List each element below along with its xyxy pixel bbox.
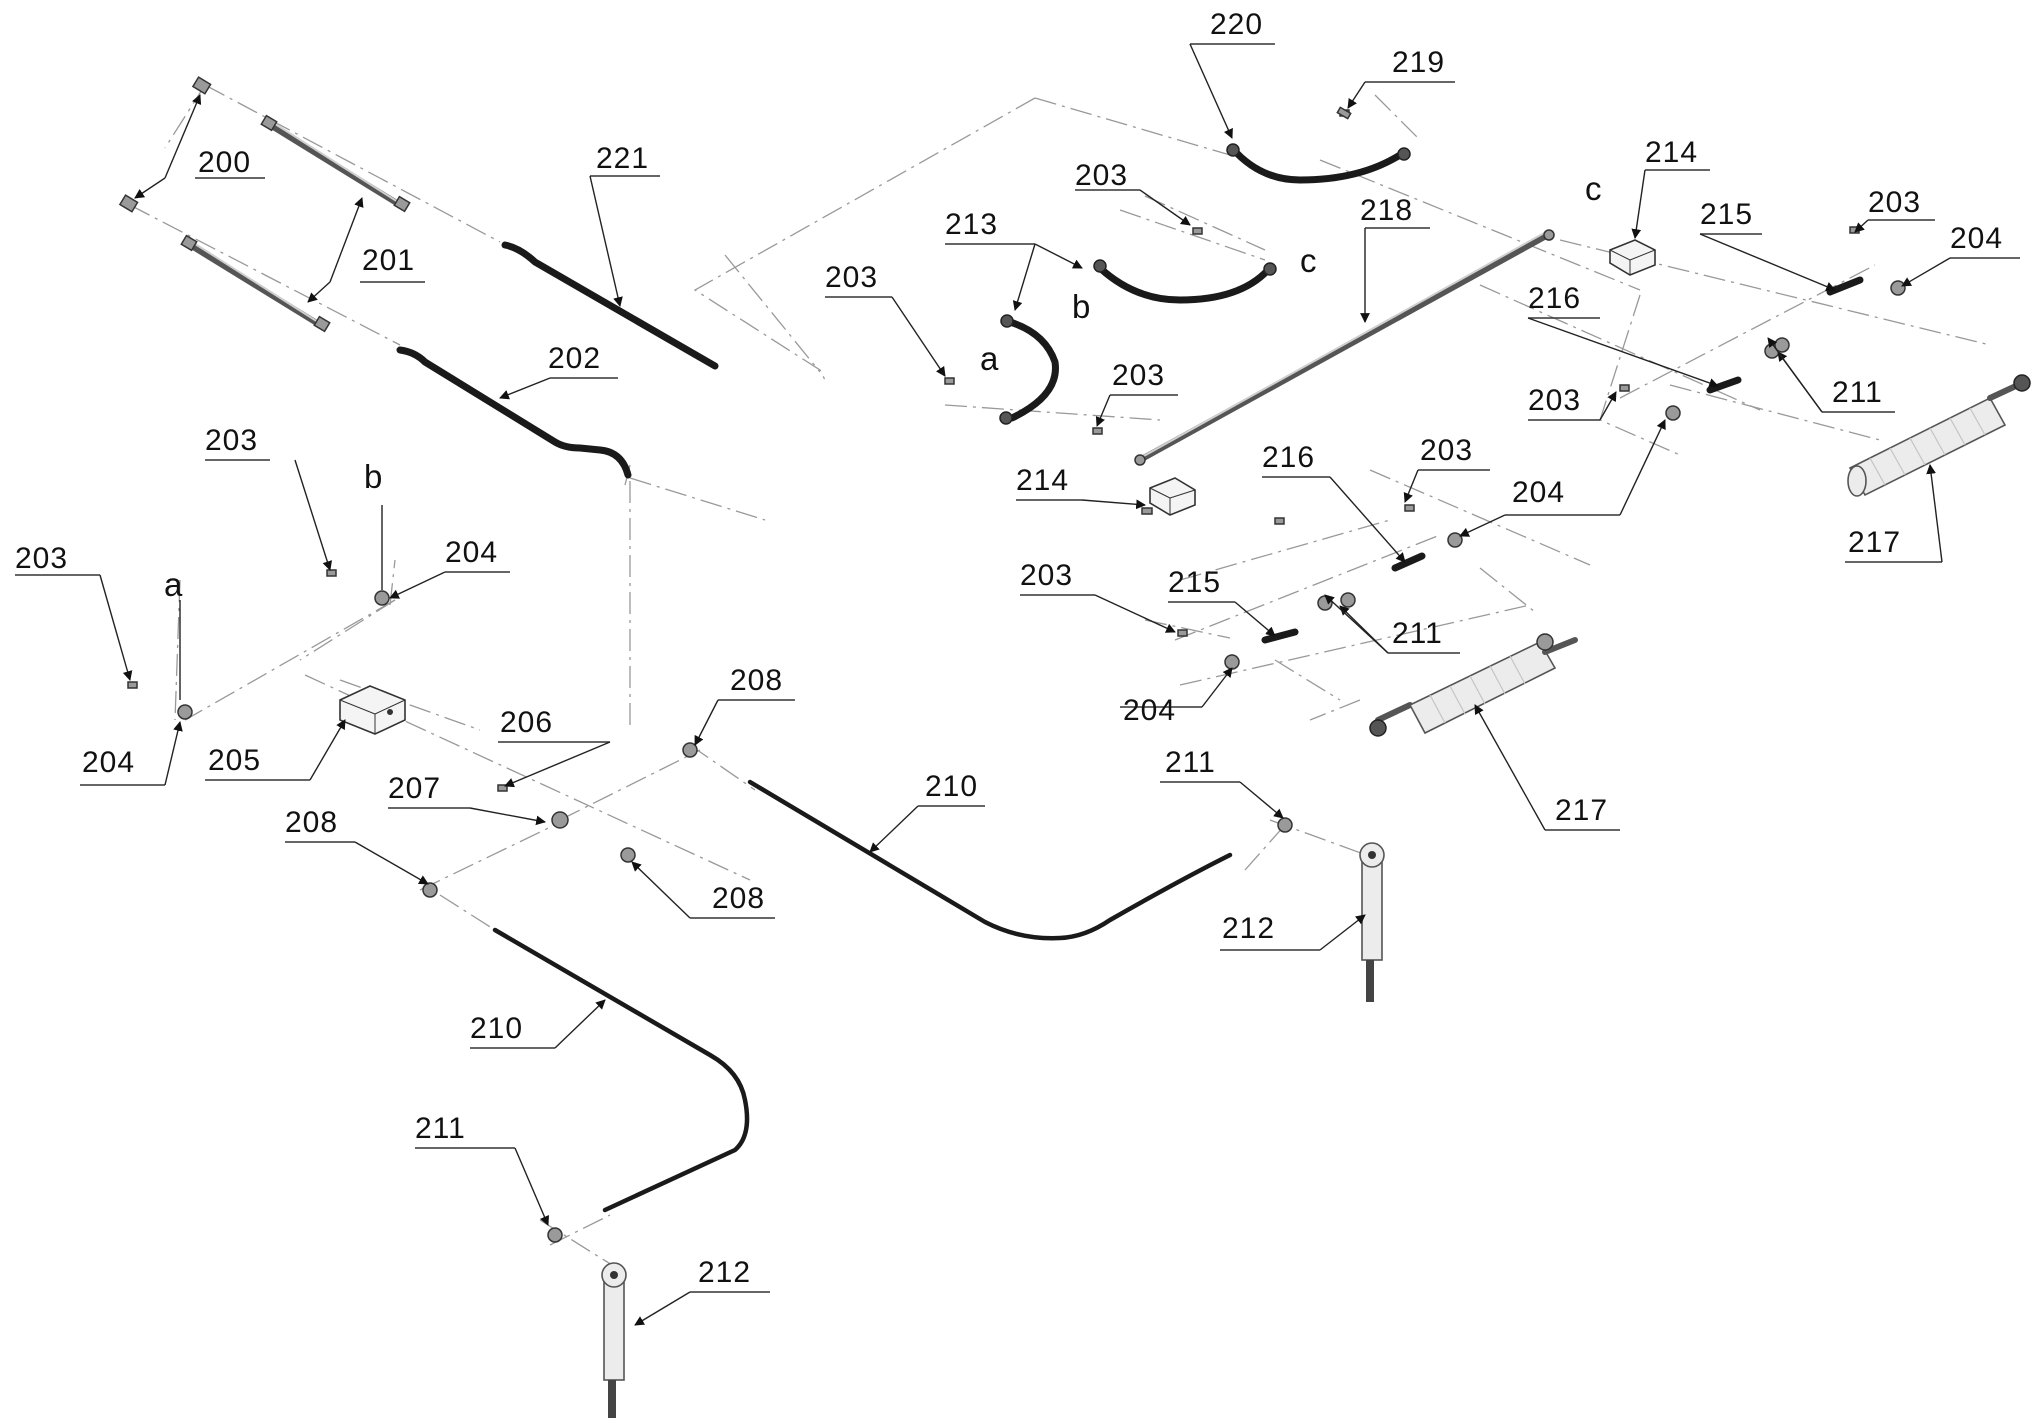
callout-208-c: 208 [712, 882, 765, 915]
callout-214-a: 214 [1016, 464, 1069, 497]
callout-203-i: 203 [15, 542, 68, 575]
callout-204-e: 204 [82, 746, 135, 779]
callout-220: 220 [1210, 8, 1263, 41]
callout-204-d: 204 [445, 536, 498, 569]
callout-203-a: 203 [1075, 159, 1128, 192]
callout-213: 213 [945, 208, 998, 241]
hose-213-a [999, 314, 1059, 425]
cylinder-212-lower [601, 1262, 627, 1418]
callout-218: 218 [1360, 194, 1413, 227]
block-205 [339, 685, 406, 735]
port-a-hose: a [980, 340, 999, 377]
callout-217-b: 217 [1555, 794, 1608, 827]
pipe-210-lower [492, 927, 750, 1213]
hose-201-lower [180, 234, 331, 333]
fittings-small [127, 106, 1906, 1243]
hose-201-upper [260, 114, 411, 213]
callout-labels: 200 201 221 202 220 219 203 218 213 203 … [15, 8, 2003, 1289]
port-a-left: a [164, 566, 183, 603]
callout-217-a: 217 [1848, 526, 1901, 559]
cylinder-217-right [1847, 374, 2031, 497]
tee-block-214-right [1609, 239, 1656, 276]
callout-204-c: 204 [1123, 694, 1176, 727]
fittings-200 [118, 76, 212, 213]
callout-211-b: 211 [1392, 617, 1443, 650]
callout-207: 207 [388, 772, 441, 805]
callout-206: 206 [500, 706, 553, 739]
callout-211-c: 211 [1165, 746, 1216, 779]
callout-211-d: 211 [415, 1112, 466, 1145]
callout-200: 200 [198, 146, 251, 179]
callout-212-a: 212 [1222, 912, 1275, 945]
callout-203-d: 203 [1868, 186, 1921, 219]
port-labels: a b a b c c [164, 170, 1602, 603]
callout-215-b: 215 [1168, 566, 1221, 599]
callout-204-b: 204 [1512, 476, 1565, 509]
callout-216-a: 216 [1528, 282, 1581, 315]
port-c-block: c [1585, 170, 1602, 207]
callout-215-a: 215 [1700, 198, 1753, 231]
callout-205: 205 [208, 744, 261, 777]
port-c-hose: c [1300, 242, 1317, 279]
callout-203-c: 203 [1112, 359, 1165, 392]
pipe-210-upper [747, 779, 1233, 941]
callout-211-a: 211 [1832, 376, 1883, 409]
callout-202: 202 [548, 342, 601, 375]
callout-208-b: 208 [285, 806, 338, 839]
callout-204-a: 204 [1950, 222, 2003, 255]
tube-215-216 [1261, 276, 1864, 644]
hose-213-b-c [1093, 259, 1277, 304]
callout-201: 201 [362, 244, 415, 277]
tee-block-214-mid [1141, 477, 1196, 516]
port-b-hose: b [1072, 288, 1090, 325]
hose-202 [396, 346, 632, 479]
callout-212-b: 212 [698, 1256, 751, 1289]
callout-203-g: 203 [1020, 559, 1073, 592]
callout-210-b: 210 [470, 1012, 523, 1045]
leader-lines [15, 43, 2020, 1326]
callout-210-a: 210 [925, 770, 978, 803]
callout-203-h: 203 [205, 424, 258, 457]
callout-214-b: 214 [1645, 136, 1698, 169]
callout-216-b: 216 [1262, 441, 1315, 474]
cylinder-212-upper [1359, 842, 1385, 1002]
pipe-218 [1134, 229, 1555, 466]
callout-219: 219 [1392, 46, 1445, 79]
hose-221 [501, 241, 719, 370]
callout-203-b: 203 [825, 261, 878, 294]
port-b-left: b [364, 458, 382, 495]
callout-208-a: 208 [730, 664, 783, 697]
callout-221: 221 [596, 142, 649, 175]
hose-220 [1226, 143, 1411, 184]
callout-203-e: 203 [1528, 384, 1581, 417]
cylinder-217-middle [1369, 633, 1578, 737]
callout-203-f: 203 [1420, 434, 1473, 467]
